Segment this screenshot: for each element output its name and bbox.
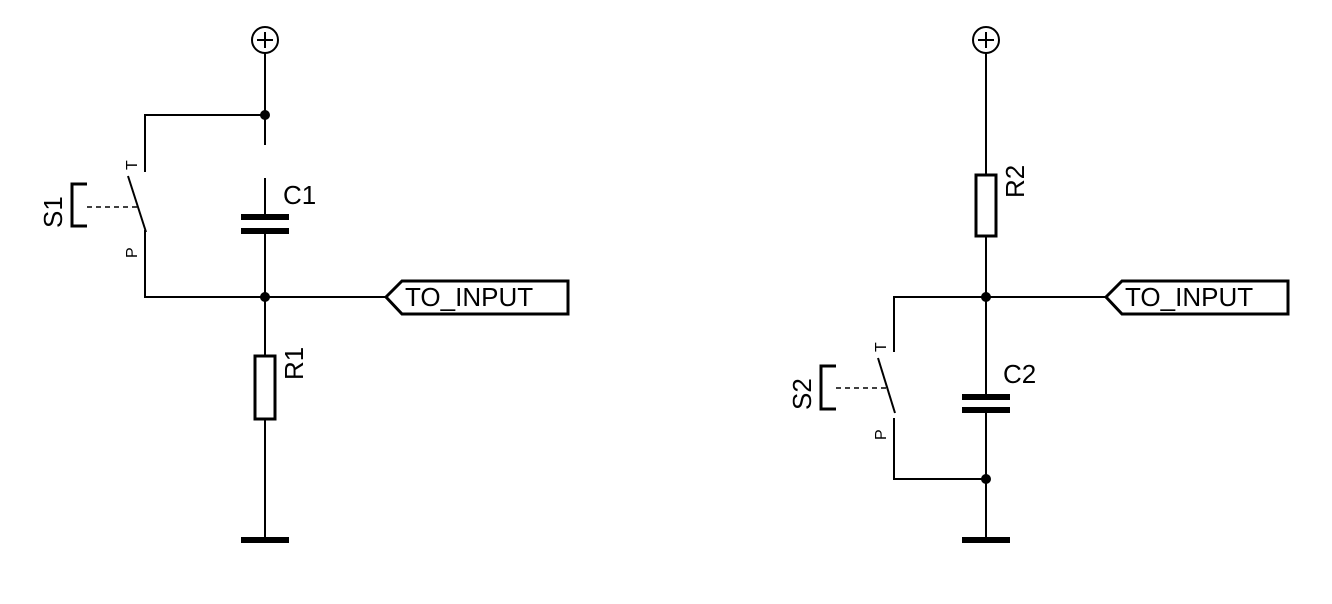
- junction-dot: [981, 474, 991, 484]
- resistor-r1: [253, 354, 277, 421]
- switch-s2-pin-bottom: P: [873, 429, 890, 440]
- wire-switch-bottom: [144, 237, 265, 298]
- supply-plus-icon: [972, 26, 1000, 54]
- capacitor-c2: [962, 394, 1010, 413]
- resistor-r1-label: R1: [279, 347, 309, 380]
- port-to-input-right: [1103, 279, 1290, 316]
- wire-switch-top: [893, 296, 986, 352]
- capacitor-c1: [241, 214, 289, 234]
- switch-s1-label: S1: [38, 196, 68, 228]
- supply-plus-icon: [251, 26, 279, 54]
- switch-s1-pin-bottom: P: [124, 247, 141, 258]
- switch-s2-pin-top: T: [873, 342, 890, 352]
- right-circuit: R2 C2 S2 T P TO_INPUT: [787, 26, 1290, 543]
- port-to-input-left: [383, 279, 570, 316]
- switch-s1: [70, 170, 147, 237]
- capacitor-c1-label: C1: [283, 180, 316, 210]
- switch-s1-pin-top: T: [124, 160, 141, 170]
- resistor-r2-label: R2: [1000, 165, 1030, 198]
- left-circuit: C1 R1 S1 T P TO_INPUT: [38, 26, 570, 543]
- switch-s2: [819, 357, 896, 414]
- capacitor-c2-label: C2: [1003, 359, 1036, 389]
- wire-switch-bottom: [893, 418, 986, 480]
- port-to-input-left-label: TO_INPUT: [405, 282, 533, 312]
- wire-switch-top: [144, 114, 265, 170]
- port-to-input-right-label: TO_INPUT: [1125, 282, 1253, 312]
- switch-s2-label: S2: [787, 378, 817, 410]
- resistor-r2: [974, 173, 998, 238]
- junction-dot: [260, 110, 270, 120]
